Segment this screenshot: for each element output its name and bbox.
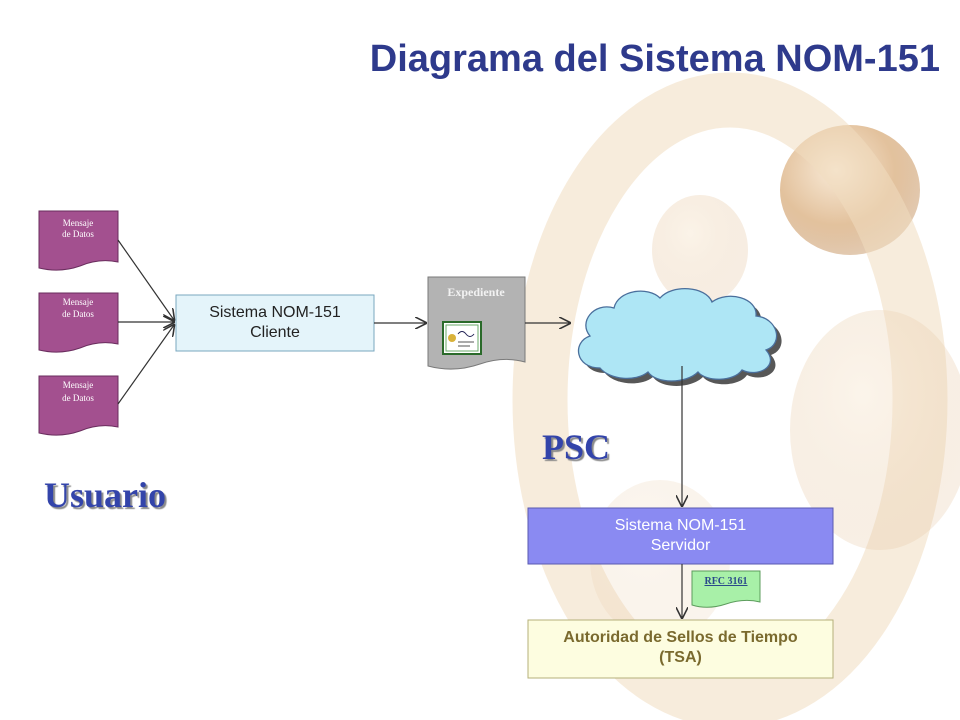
tsa-box bbox=[527, 619, 834, 679]
server-box-line1: Sistema NOM-151 bbox=[614, 517, 747, 534]
doc-label-line2: de Datos bbox=[62, 229, 94, 239]
client-box bbox=[175, 294, 375, 352]
tsa-box-line1: Autoridad de Sellos de Tiempo bbox=[563, 629, 798, 646]
connector-doc1-client bbox=[117, 239, 174, 320]
server-box-line2: Servidor bbox=[650, 537, 711, 554]
usuario-label: Usuario bbox=[44, 475, 167, 515]
doc-label-line1: Mensaje bbox=[63, 218, 94, 228]
client-box-line2: Cliente bbox=[250, 324, 300, 341]
rfc-document: RFC 3161 bbox=[691, 570, 761, 608]
doc-label-line1: Mensaje bbox=[63, 380, 94, 390]
server-box-text: Sistema NOM-151 Servidor bbox=[528, 516, 833, 556]
doc-label-line1: Mensaje bbox=[63, 297, 94, 307]
rfc-label: RFC 3161 bbox=[704, 576, 747, 587]
doc-label-line2: de Datos bbox=[62, 309, 94, 319]
client-box-line1: Sistema NOM-151 bbox=[209, 304, 341, 321]
doc-label-line2: de Datos bbox=[62, 393, 94, 403]
tsa-box-text: Autoridad de Sellos de Tiempo (TSA) bbox=[528, 628, 833, 668]
data-message-doc-3: Mensaje de Datos bbox=[38, 375, 119, 436]
client-box-text: Sistema NOM-151 Cliente bbox=[176, 303, 374, 343]
expediente-label: Expediente bbox=[447, 285, 505, 299]
expediente-document: Expediente bbox=[427, 276, 526, 370]
connector-doc3-client bbox=[117, 325, 174, 405]
certificate-icon bbox=[442, 321, 482, 355]
page-title: Diagrama del Sistema NOM-151 bbox=[369, 38, 940, 80]
tsa-box-line2: (TSA) bbox=[659, 649, 702, 666]
data-message-doc-1: Mensaje de Datos bbox=[38, 210, 119, 271]
cloud-icon bbox=[577, 287, 782, 386]
server-box bbox=[527, 507, 834, 565]
psc-label: PSC bbox=[542, 427, 611, 467]
data-message-doc-2: Mensaje de Datos bbox=[38, 292, 119, 353]
